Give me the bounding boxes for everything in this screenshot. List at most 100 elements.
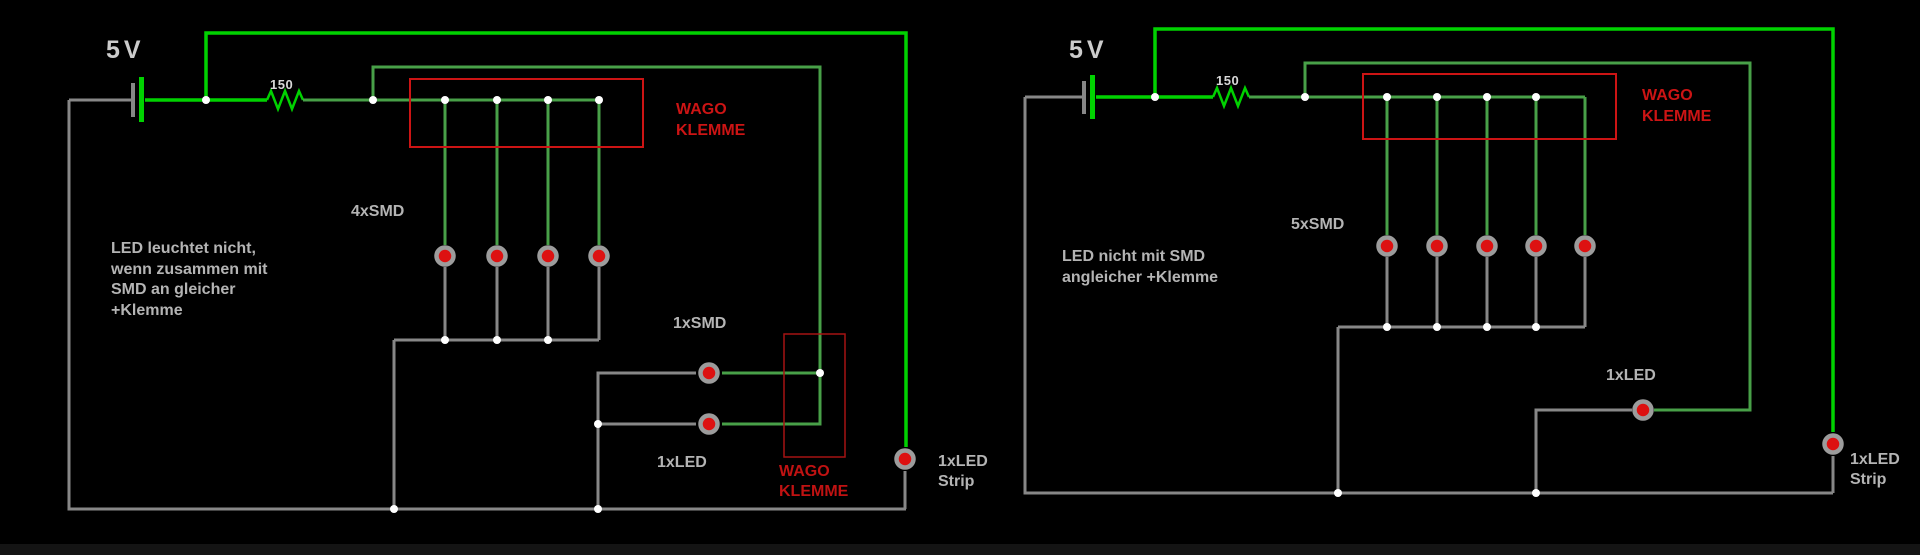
right-positive-wires <box>1096 27 1835 432</box>
right-note-text: LED nicht mit SMD angleicher +Klemme <box>1062 247 1218 288</box>
right-battery-minus-plate <box>1082 81 1086 114</box>
left-note-line1: LED leuchtet nicht, <box>111 240 256 257</box>
smd-led-3 <box>537 245 559 267</box>
left-wago-top-line1: WAGO <box>676 101 727 118</box>
right-leds <box>1376 235 1844 455</box>
left-wago-top-label: WAGO KLEMME <box>676 99 745 141</box>
smd-led-3 <box>1476 235 1498 257</box>
left-wago-bottom-label: WAGO KLEMME <box>779 462 848 502</box>
junction-dot <box>202 96 210 104</box>
right-circuit <box>1023 27 1844 497</box>
left-smd-row-label: 4xSMD <box>351 203 405 220</box>
left-wago-top-line2: KLEMME <box>676 122 746 139</box>
smd-led-4 <box>1525 235 1547 257</box>
junction-dot <box>595 96 603 104</box>
left-smd-led-ground-wires <box>596 371 696 509</box>
left-leds <box>434 245 916 470</box>
right-resistor-value-label: 150 <box>1216 73 1240 88</box>
smd-led-2 <box>486 245 508 267</box>
smd-led-1 <box>1376 235 1398 257</box>
left-smd-row-ground-stems <box>443 267 601 340</box>
left-led-single-label: 1xLED <box>657 454 707 471</box>
right-wago-line2: KLEMME <box>1642 108 1712 125</box>
right-resistor-symbol <box>1211 84 1251 110</box>
smd-led-4 <box>588 245 610 267</box>
junction-dot <box>1483 93 1491 101</box>
right-wago-line1: WAGO <box>1642 87 1693 104</box>
left-resistor-value-label: 150 <box>270 77 294 92</box>
junction-dot <box>1334 489 1342 497</box>
left-voltage-label: 5V <box>106 36 145 64</box>
left-smd-single-label: 1xSMD <box>673 315 727 332</box>
right-branch-run <box>1303 61 1752 412</box>
left-circuit <box>67 31 916 513</box>
right-wago-label: WAGO KLEMME <box>1642 85 1711 127</box>
left-battery-plus-plate <box>139 77 144 122</box>
right-smd-row-anode-stems <box>1385 97 1587 235</box>
left-note-line4: +Klemme <box>111 301 183 319</box>
junction-dot <box>1532 93 1540 101</box>
junction-dot <box>369 96 377 104</box>
junction-dot <box>544 336 552 344</box>
single-led <box>698 413 720 435</box>
left-note-line3: SMD an gleicher <box>111 281 236 298</box>
junction-dot <box>441 336 449 344</box>
junction-dot <box>594 420 602 428</box>
right-smd-row-ground-stems <box>1385 257 1587 327</box>
smd-led-5 <box>1574 235 1596 257</box>
left-branch-run <box>371 65 822 426</box>
led-strip-led <box>894 448 916 470</box>
right-ground-loop <box>1023 97 1833 495</box>
left-wago-box-top <box>409 78 644 148</box>
left-positive-top-run <box>204 31 908 447</box>
smd-led-2 <box>1426 235 1448 257</box>
left-resistor-symbol <box>265 87 305 113</box>
junction-dot <box>594 505 602 513</box>
junction-dot <box>390 505 398 513</box>
right-junction-dots <box>1151 93 1540 497</box>
right-note-line1: LED nicht mit SMD <box>1062 248 1206 265</box>
right-ground-wires <box>1023 95 1835 495</box>
right-led-single-label: 1xLED <box>1606 367 1656 384</box>
left-ground-wires <box>67 98 907 511</box>
smd-led-1 <box>434 245 456 267</box>
left-junction-dots <box>202 96 824 513</box>
left-battery-minus-plate <box>131 83 135 117</box>
left-ground-loop <box>67 100 906 511</box>
bottom-edge-strip <box>0 544 1920 555</box>
right-smd-row-ground-bus <box>1336 325 1585 493</box>
led-strip-led <box>1822 433 1844 455</box>
junction-dot <box>1433 323 1441 331</box>
left-battery-symbol <box>131 77 144 122</box>
junction-dot <box>1383 93 1391 101</box>
left-strip-line1: 1xLED <box>938 453 988 470</box>
left-note-text: LED leuchtet nicht, wenn zusammen mit SM… <box>111 239 267 321</box>
right-led-ground-wire <box>1534 408 1632 493</box>
left-smd-row-anode-stems <box>443 100 601 245</box>
left-strip-line2: Strip <box>938 473 975 490</box>
junction-dot <box>1383 323 1391 331</box>
right-note-line2: angleicher +Klemme <box>1062 268 1219 286</box>
junction-dot <box>1532 323 1540 331</box>
junction-dot <box>1433 93 1441 101</box>
junction-dot <box>1532 489 1540 497</box>
right-battery-symbol <box>1082 75 1095 119</box>
junction-dot <box>1483 323 1491 331</box>
junction-dot <box>1151 93 1159 101</box>
right-wago-box <box>1362 73 1617 140</box>
right-strip-line2: Strip <box>1850 471 1887 488</box>
right-smd-row-label: 5xSMD <box>1291 216 1345 233</box>
junction-dot <box>1301 93 1309 101</box>
junction-dot <box>441 96 449 104</box>
junction-dot <box>544 96 552 104</box>
junction-dot <box>493 96 501 104</box>
right-positive-top-run <box>1153 27 1835 432</box>
right-strip-label: 1xLED Strip <box>1850 450 1900 490</box>
junction-dot <box>493 336 501 344</box>
right-voltage-label: 5V <box>1069 36 1108 64</box>
left-wago-bottom-line1: WAGO <box>779 463 830 480</box>
right-battery-plus-plate <box>1090 75 1095 119</box>
junction-dot <box>816 369 824 377</box>
